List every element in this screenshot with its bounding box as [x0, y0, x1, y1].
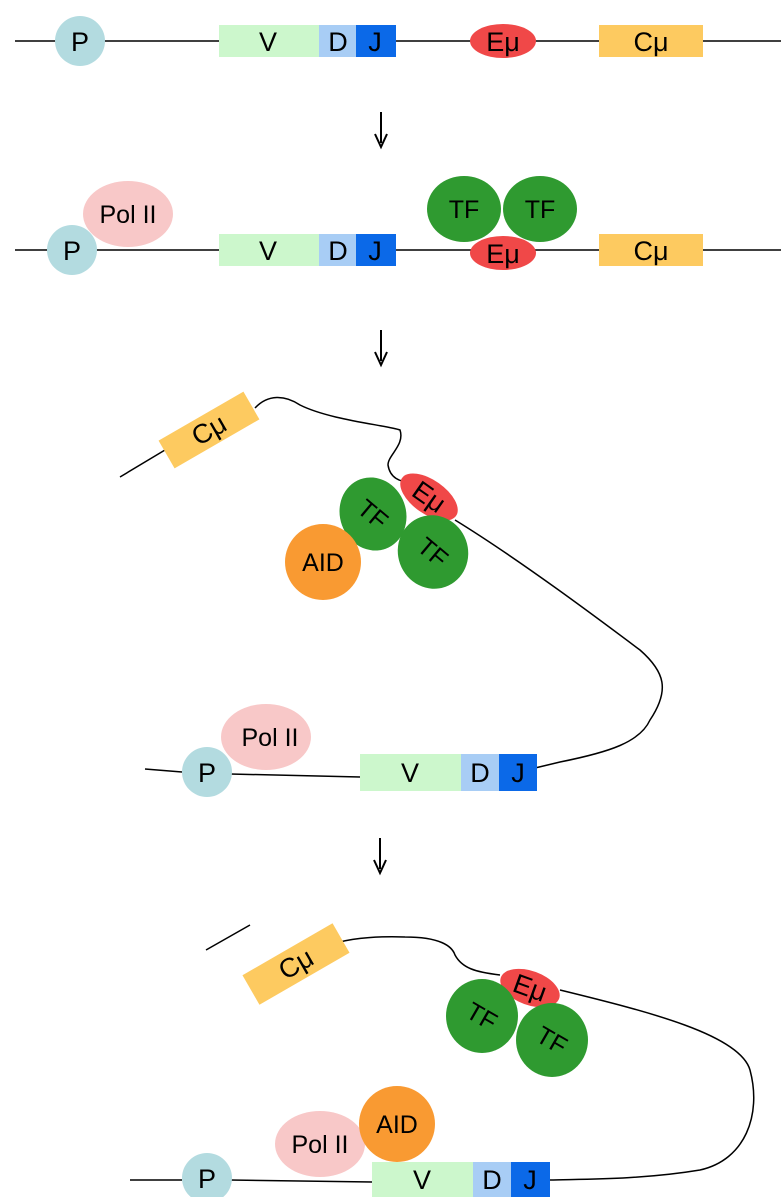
aid-label: AID	[302, 549, 344, 577]
constant-segment	[242, 923, 350, 1005]
pol2-label: Pol II	[242, 724, 299, 752]
tf-ellipse	[516, 1003, 588, 1077]
promoter-label: P	[198, 1164, 216, 1194]
promoter-label: P	[71, 27, 89, 57]
down-arrow	[374, 112, 388, 150]
pol2-label: Pol II	[100, 201, 157, 229]
pol2-ellipse	[221, 704, 311, 770]
j-segment-label: J	[511, 758, 525, 788]
d-segment	[473, 1162, 511, 1197]
dna-strand	[119, 396, 664, 778]
j-segment-label: J	[368, 27, 382, 57]
d-segment	[461, 754, 499, 791]
j-segment	[499, 754, 537, 791]
down-arrow	[374, 330, 388, 368]
d-segment-label: D	[328, 27, 348, 57]
enhancer-label: Eμ	[486, 239, 520, 269]
step-3-dna-looping: Cμ Eμ TF TF AID Pol II P V D J	[119, 391, 664, 797]
constant-label: Cμ	[633, 27, 668, 57]
v-segment	[219, 25, 319, 57]
d-segment-label: D	[328, 236, 348, 266]
j-segment-label: J	[368, 236, 382, 266]
constant-segment	[599, 25, 703, 57]
d-segment	[319, 234, 356, 266]
promoter-circle	[47, 225, 97, 275]
v-segment	[219, 234, 319, 266]
v-segment	[372, 1162, 473, 1197]
constant-segment	[599, 234, 703, 266]
aid-circle	[359, 1086, 435, 1162]
promoter-circle	[182, 1153, 232, 1197]
j-segment-label: J	[523, 1165, 537, 1195]
pol2-label: Pol II	[292, 1131, 349, 1159]
promoter-circle	[55, 16, 105, 66]
dna-strand	[130, 924, 755, 1183]
step-2-tf-and-pol2-binding: Pol II P V D J Eμ TF TF Cμ	[15, 176, 781, 275]
v-segment-label: V	[413, 1165, 431, 1195]
promoter-label: P	[63, 236, 81, 266]
tf-label: TF	[525, 196, 556, 224]
d-segment-label: D	[470, 758, 490, 788]
d-segment	[319, 25, 356, 57]
d-segment-label: D	[482, 1165, 502, 1195]
constant-label: Cμ	[633, 236, 668, 266]
enhancer-ellipse	[400, 473, 458, 521]
j-segment	[356, 234, 396, 266]
down-arrow	[373, 838, 387, 876]
v-segment-label: V	[401, 758, 419, 788]
tf-ellipse	[427, 176, 501, 242]
tf-ellipse	[339, 477, 407, 551]
v-segment-label: V	[259, 27, 277, 57]
enhancer-label: Eμ	[486, 27, 520, 57]
enhancer-ellipse	[500, 968, 560, 1008]
pol2-ellipse	[83, 181, 173, 247]
step-1-germline-locus: P V D J Eμ Cμ	[15, 16, 781, 66]
step-4-aid-recruitment: Cμ Eμ TF TF Pol II AID P V D J	[130, 923, 755, 1197]
constant-segment	[158, 391, 260, 469]
promoter-label: P	[198, 758, 216, 788]
j-segment	[511, 1162, 550, 1197]
v-segment	[360, 754, 461, 791]
tf-label: TF	[449, 196, 480, 224]
aid-circle	[285, 524, 361, 600]
j-segment	[356, 25, 396, 57]
pol2-ellipse	[275, 1111, 365, 1177]
tf-ellipse	[397, 515, 469, 589]
promoter-circle	[182, 747, 232, 797]
tf-ellipse	[503, 176, 577, 242]
v-segment-label: V	[259, 236, 277, 266]
enhancer-ellipse	[470, 24, 536, 58]
tf-ellipse	[446, 979, 518, 1053]
aid-label: AID	[376, 1111, 418, 1139]
enhancer-ellipse	[470, 236, 536, 270]
